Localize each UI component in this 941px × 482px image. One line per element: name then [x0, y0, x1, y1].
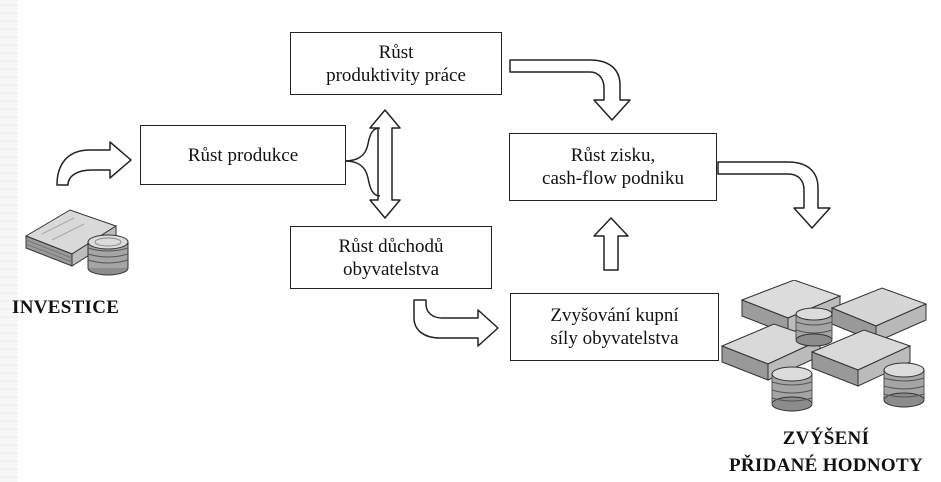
- box-zvysovani-kupni-sily-line1: Zvyšování kupní: [550, 305, 679, 326]
- box-zvysovani-kupni-sily-line2: síly obyvatelstva: [550, 328, 679, 349]
- arrow-up-down: [369, 109, 401, 219]
- box-rust-produkce-label: Růst produkce: [187, 144, 299, 166]
- box-rust-zisku: Růst zisku, cash-flow podniku: [509, 133, 717, 201]
- box-rust-produkce: Růst produkce: [140, 125, 346, 185]
- scan-edge: [0, 0, 18, 482]
- label-zvyseni-pridane-hodnoty: ZVÝŠENÍ PŘIDANÉ HODNOTY: [720, 425, 932, 479]
- banknotes-and-coins-icon: [24, 209, 129, 276]
- box-rust-duchodu: Růst důchodů obyvatelstva: [290, 226, 492, 289]
- box-rust-produktivity: Růst produktivity práce: [290, 32, 502, 95]
- box-zvysovani-kupni-sily: Zvyšování kupní síly obyvatelstva: [510, 293, 719, 361]
- box-rust-duchodu-line2: obyvatelstva: [342, 258, 440, 280]
- box-rust-duchodu-line1: Růst důchodů: [338, 235, 444, 257]
- arrow-produktivita-to-zisk: [509, 59, 631, 121]
- box-rust-produktivity-line2: produktivity práce: [326, 64, 466, 86]
- brace-connector: [344, 127, 381, 197]
- box-rust-zisku-line1: Růst zisku,: [570, 145, 656, 166]
- label-zvyseni-line2: PŘIDANÉ HODNOTY: [729, 455, 923, 476]
- box-rust-zisku-line2: cash-flow podniku: [542, 168, 684, 189]
- arrow-into-produkce: [56, 141, 132, 186]
- label-zvyseni-line1: ZVÝŠENÍ: [782, 428, 870, 449]
- label-investice: INVESTICE: [12, 297, 120, 318]
- box-rust-produktivity-line1: Růst: [378, 41, 414, 63]
- arrow-duchody-to-kupni: [413, 299, 499, 347]
- arrow-zisk-to-result: [717, 161, 831, 229]
- banknotes-and-coins-stacks-icon: [720, 280, 928, 412]
- arrow-kupni-to-zisk: [593, 217, 629, 271]
